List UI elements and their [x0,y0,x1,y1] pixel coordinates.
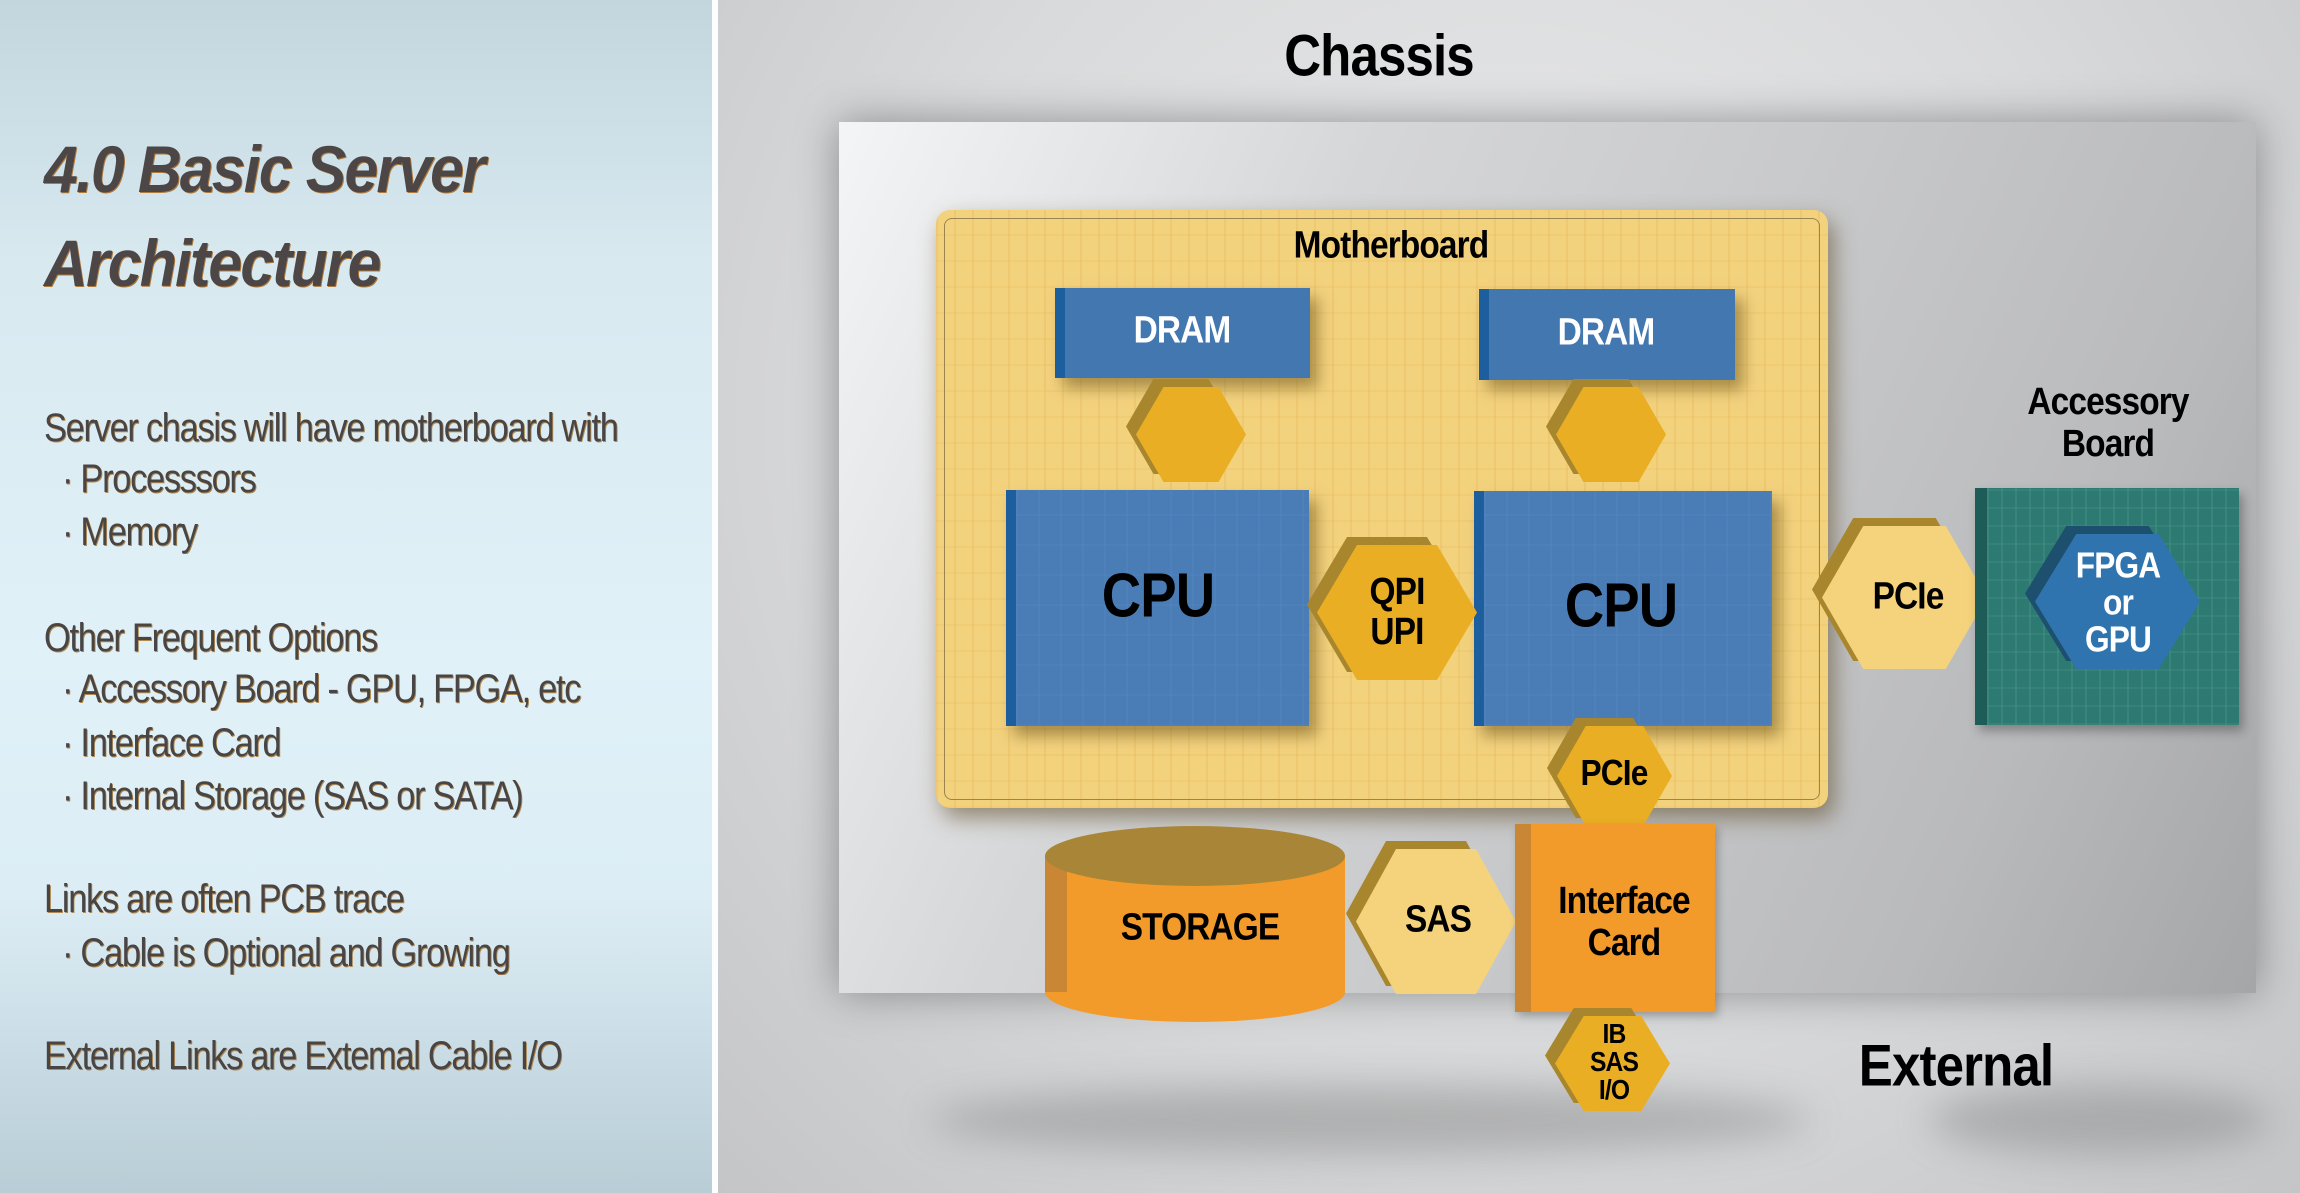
hex-face [1136,387,1246,482]
motherboard-label: Motherboard [1293,224,1490,267]
body-line: Server chasis will have motherboard with [44,406,619,450]
accessory-text: Accessory [2027,381,2189,423]
sas-io-text: SAS [1589,1046,1639,1077]
sas-link [1346,841,1516,994]
storage-label: STORAGE [1120,906,1280,949]
upi-text: UPI [1370,611,1424,653]
interface-card [1515,824,1715,1012]
pcie-accessory-label: PCIe [1872,575,1945,618]
qpi-text: QPI [1369,571,1426,613]
cpu-2-label: CPU [1564,571,1678,641]
cpu-2 [1474,491,1772,726]
or-text: or [2103,581,2134,623]
dram-1-label: DRAM [1133,309,1232,352]
ib-text: IB [1602,1018,1627,1049]
storage-cylinder [1045,826,1345,1022]
dram-1 [1055,288,1310,378]
body-line: · Memory [62,510,198,554]
body-line: · Accessory Board - GPU, FPGA, etc [62,667,581,711]
dram-2-label: DRAM [1557,311,1656,354]
chassis-label: Chassis [1284,23,1474,89]
slide-title: 4.0 Basic Server Architecture [44,122,486,310]
memory-link-2 [1546,379,1666,482]
fpga-gpu-chip [2025,526,2200,669]
sas-label: SAS [1404,898,1472,941]
external-io-link [1545,1008,1670,1111]
gpu-text: GPU [2084,618,2152,660]
motherboard-border [944,218,1820,800]
pcie-interface-label: PCIe [1580,752,1649,793]
cpu-1-label: CPU [1101,561,1215,631]
hex-face [2035,534,2200,669]
interface-card-label: Interface Card [1558,880,1690,964]
external-label: External [1858,1033,2054,1099]
pcie-interface-link [1547,718,1672,826]
io-text: I/O [1598,1074,1630,1105]
memory-link-1 [1126,379,1246,482]
body-line: External Links are Extemal Cable I/O [44,1034,563,1078]
qpi-upi-label: QPI UPI [1369,571,1426,653]
hex-face [1556,387,1666,482]
cpu-1 [1006,490,1309,726]
body-line: Other Frequent Options [44,616,378,660]
cylinder-top [1045,826,1345,886]
body-line: · Processsors [62,457,257,501]
body-line: · Internal Storage (SAS or SATA) [62,774,524,818]
text-panel [0,0,712,1193]
title-line-1: 4.0 Basic Server [44,132,486,206]
fpga-text: FPGA [2075,544,2161,586]
qpi-upi-link [1307,537,1477,680]
fpga-gpu-label: FPGA or GPU [2075,544,2161,660]
body-line: · Cable is Optional and Growing [62,931,511,975]
title-line-2: Architecture [44,226,381,300]
dram-2 [1479,289,1735,380]
body-line: · Interface Card [62,721,282,765]
board-text: Board [2061,423,2155,465]
panel-divider [712,0,718,1193]
floor-shadow [1930,1085,2270,1155]
floor-shadow [930,1085,1810,1155]
interface-text: Interface [1558,880,1690,922]
body-line: Links are often PCB trace [44,877,405,921]
card-text: Card [1587,922,1662,964]
pcie-accessory-link [1812,518,1987,669]
accessory-board-label: Accessory Board [2027,381,2189,465]
external-io-label: IB SAS I/O [1589,1018,1639,1105]
